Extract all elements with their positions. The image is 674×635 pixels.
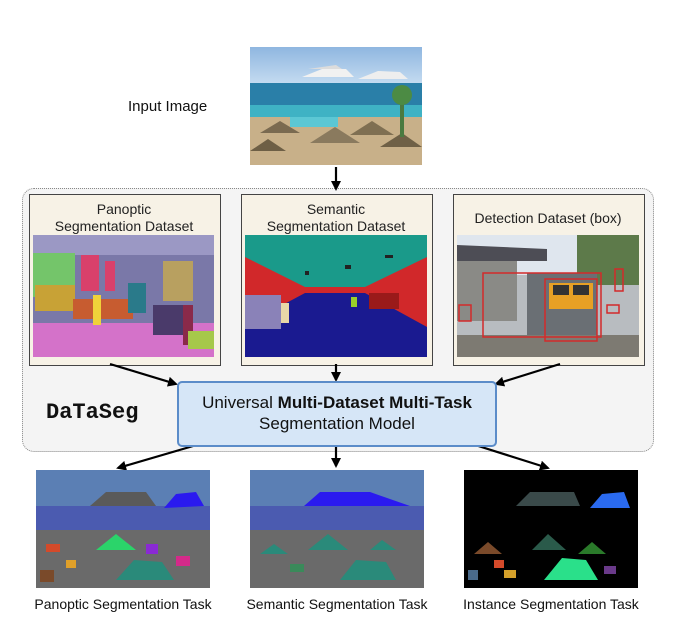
panoptic-dataset-title-line2: Segmentation Dataset: [54, 218, 194, 234]
semantic-dataset-title-line1: Semantic: [306, 201, 366, 217]
semantic-dataset-title-line2: Segmentation Dataset: [266, 218, 406, 234]
semantic-task-image: [250, 470, 424, 588]
arrow-panoptic-dataset: [109, 362, 178, 387]
instance-task-label: Instance Segmentation Task: [463, 596, 639, 612]
panoptic-dataset-title-line1: Panoptic: [96, 201, 152, 217]
model-box: [177, 381, 497, 447]
detection-dataset-image: [457, 235, 639, 357]
panoptic-task-image: [36, 470, 210, 588]
arrow-panoptic-task: [116, 442, 201, 471]
instance-task-image: [464, 470, 638, 588]
panoptic-task-label: Panoptic Segmentation Task: [34, 596, 212, 612]
arrow-instance-task: [471, 442, 550, 471]
model-box-bold: Multi-Dataset Multi-Task: [277, 393, 472, 412]
input-image: [250, 47, 422, 165]
arrow-detection-dataset: [494, 362, 561, 387]
model-box-line2: Segmentation Model: [259, 414, 415, 433]
panoptic-dataset-image: [33, 235, 214, 357]
method-name: DaTaSeg: [46, 400, 139, 425]
detection-dataset-title: Detection Dataset (box): [474, 210, 622, 226]
model-box-prefix: Universal: [202, 393, 278, 412]
semantic-task-label: Semantic Segmentation Task: [246, 596, 428, 612]
input-image-label: Input Image: [128, 98, 208, 115]
model-box-line1: Universal Multi-Dataset Multi-Task: [179, 393, 495, 413]
semantic-dataset-image: [245, 235, 427, 357]
